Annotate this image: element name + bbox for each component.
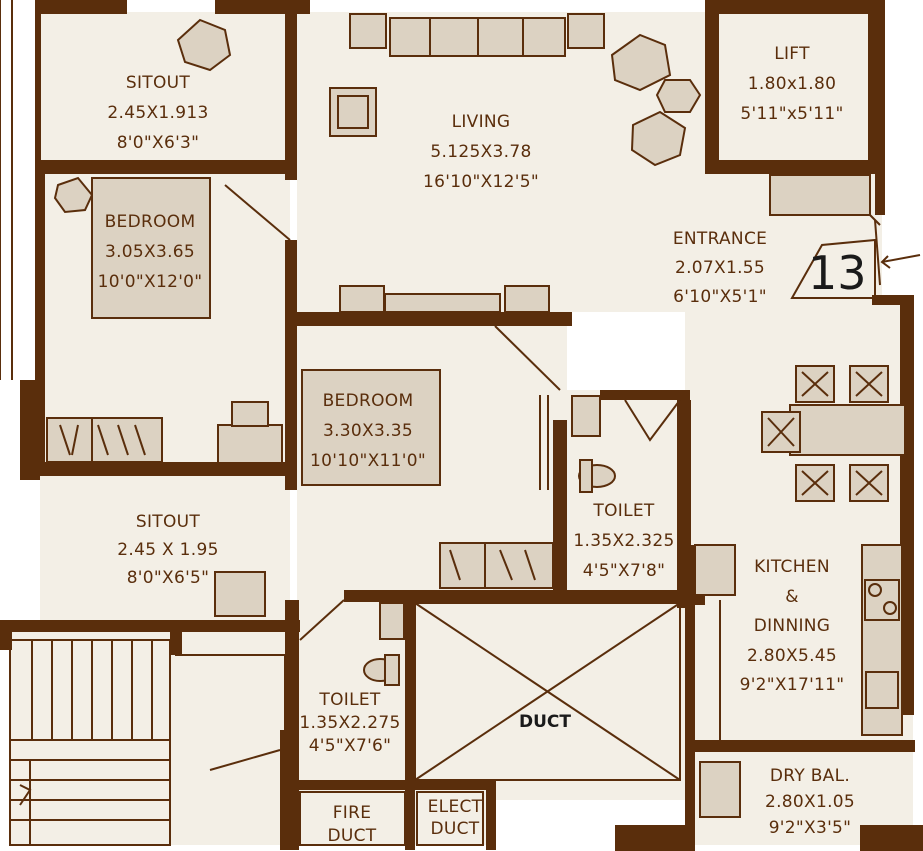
lift-imperial: 5'11"x5'11" [740,104,843,124]
door-swings [0,0,881,771]
elect-duct-line2: DUCT [431,819,480,839]
sitout-bottom-metric: 2.45 X 1.95 [117,540,218,560]
toilet-2-label: TOILET 1.35X2.275 4'5"X7'6" [299,690,400,756]
dry-balcony-metric: 2.80X1.05 [765,792,855,812]
sitout-bottom-label: SITOUT 2.45 X 1.95 8'0"X6'5" [117,512,218,588]
dry-balcony-name: DRY BAL. [770,766,850,786]
entrance-imperial: 6'10"X5'1" [673,287,767,307]
unit-number: 13 [808,246,867,300]
toilet-1-label: TOILET 1.35X2.325 4'5"X7'8" [573,501,674,581]
bedroom-2-imperial: 10'10"X11'0" [310,451,426,471]
kitchen-imperial: 9'2"X17'11" [740,675,845,695]
toilet-1-name: TOILET [592,501,654,521]
toilet-1-metric: 1.35X2.325 [573,531,674,551]
kitchen-label: KITCHEN & DINNING 2.80X5.45 9'2"X17'11" [740,557,845,695]
bedroom-2-name: BEDROOM [323,391,414,411]
bedroom-1-imperial: 10'0"X12'0" [98,272,203,292]
kitchen-name-line1: KITCHEN [754,557,830,577]
toilet-2-imperial: 4'5"X7'6" [309,736,392,756]
furniture [46,13,906,818]
fire-duct-label: FIRE DUCT [328,803,377,846]
sitout-bottom-name: SITOUT [136,512,201,532]
kitchen-name-line2: & [785,587,799,607]
lift-name: LIFT [774,44,810,64]
entrance-marker [790,238,921,299]
living-metric: 5.125X3.78 [430,142,531,162]
toilet-1-imperial: 4'5"X7'8" [583,561,666,581]
entrance-label: ENTRANCE 2.07X1.55 6'10"X5'1" [673,229,767,307]
bedroom-2-label: BEDROOM 3.30X3.35 10'10"X11'0" [310,391,426,471]
fire-duct-line1: FIRE [333,803,372,823]
entrance-metric: 2.07X1.55 [675,258,765,278]
bedroom-2-metric: 3.30X3.35 [323,421,413,441]
bedroom-1-name: BEDROOM [105,212,196,232]
elect-duct-line1: ELECT [428,797,483,817]
bedroom-1-metric: 3.05X3.65 [105,242,195,262]
sitout-bottom-imperial: 8'0"X6'5" [127,568,210,588]
sitout-top-label: SITOUT 2.45X1.913 8'0"X6'3" [107,73,208,153]
sitout-top-name: SITOUT [126,73,191,93]
duct-label: DUCT [519,712,571,732]
duct-area [299,602,681,846]
kitchen-metric: 2.80X5.45 [747,646,837,666]
bedroom-1-label: BEDROOM 3.05X3.65 10'0"X12'0" [98,212,203,292]
dry-balcony-imperial: 9'2"X3'5" [769,818,852,838]
dry-balcony-label: DRY BAL. 2.80X1.05 9'2"X3'5" [765,766,855,838]
fire-duct-line2: DUCT [328,826,377,846]
kitchen-name-line3: DINNING [754,616,831,636]
living-name: LIVING [452,112,511,132]
living-imperial: 16'10"X12'5" [423,172,539,192]
sitout-top-imperial: 8'0"X6'3" [117,133,200,153]
staircase [9,639,286,846]
sitout-top-metric: 2.45X1.913 [107,103,208,123]
lift-label: LIFT 1.80x1.80 5'11"x5'11" [740,44,843,124]
elect-duct-label: ELECT DUCT [428,797,483,839]
toilet-2-metric: 1.35X2.275 [299,713,400,733]
living-label: LIVING 5.125X3.78 16'10"X12'5" [423,112,539,192]
entrance-name: ENTRANCE [673,229,767,249]
lift-metric: 1.80x1.80 [748,74,836,94]
toilet-2-name: TOILET [318,690,380,710]
